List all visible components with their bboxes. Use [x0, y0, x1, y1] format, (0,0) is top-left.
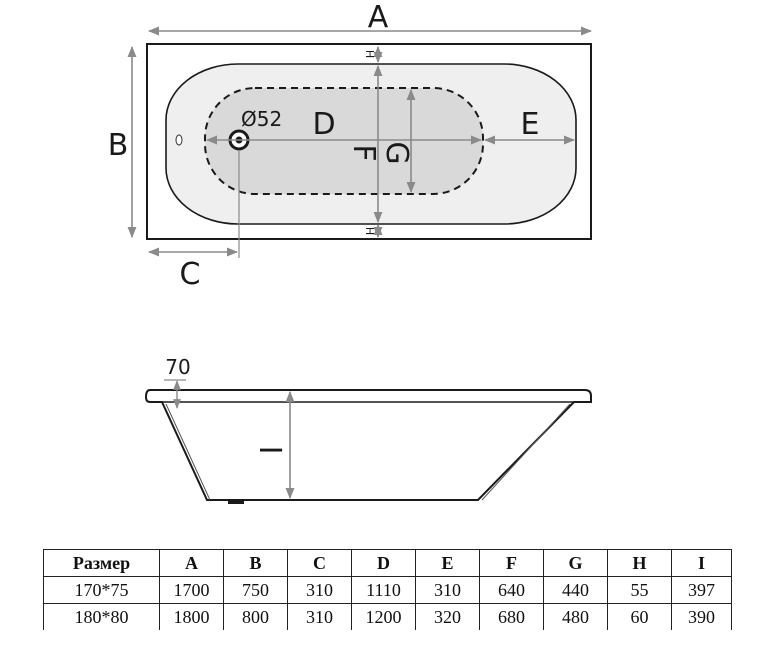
tub-side-profile: [144, 389, 592, 501]
table-cell: 1700: [159, 576, 224, 604]
bathtub-diagram: A B C D Ø52 E F G H H: [108, 0, 593, 504]
dimension-label-c: C: [180, 257, 201, 292]
dimension-label-i: I: [252, 446, 287, 455]
table-cell: 310: [415, 576, 480, 604]
dimension-label-g: G: [379, 141, 414, 164]
table-cell: 1200: [351, 603, 416, 630]
header-i: I: [671, 549, 732, 577]
table-cell: 60: [607, 603, 672, 630]
table-cell: 310: [287, 576, 352, 604]
table-cell: 680: [479, 603, 544, 630]
side-view: 70 I: [144, 355, 592, 504]
header-c: C: [287, 549, 352, 577]
table-row: 170*75 1700 750 310 1110 310 640 440 55 …: [43, 576, 732, 604]
table-cell: 480: [543, 603, 608, 630]
table-row: 180*80 1800 800 310 1200 320 680 480 60 …: [43, 603, 732, 630]
table-cell: 390: [671, 603, 732, 630]
drain-diameter-label: Ø52: [241, 107, 282, 131]
table-cell: 170*75: [43, 576, 160, 604]
dimension-label-h-bottom: H: [363, 227, 376, 235]
dimension-label-a: A: [368, 0, 389, 35]
dimensions-table: Размер A B C D E F G H I 170*75 1700 750…: [43, 549, 732, 630]
table-cell: 1110: [351, 576, 416, 604]
header-size: Размер: [43, 549, 160, 577]
table-cell: 397: [671, 576, 732, 604]
table-cell: 55: [607, 576, 672, 604]
header-g: G: [543, 549, 608, 577]
header-e: E: [415, 549, 480, 577]
table-cell: 320: [415, 603, 480, 630]
drain-pipe: [228, 500, 244, 504]
table-cell: 440: [543, 576, 608, 604]
header-a: A: [159, 549, 224, 577]
header-b: B: [223, 549, 288, 577]
dimension-label-b: B: [108, 128, 129, 163]
table-cell: 310: [287, 603, 352, 630]
table-cell: 180*80: [43, 603, 160, 630]
table-cell: 750: [223, 576, 288, 604]
overflow-icon: [175, 134, 183, 146]
rim-thickness-label: 70: [165, 355, 190, 379]
header-f: F: [479, 549, 544, 577]
plan-view: A B C D Ø52 E F G H H: [108, 0, 593, 292]
table-cell: 800: [223, 603, 288, 630]
header-h: H: [607, 549, 672, 577]
dimension-label-d: D: [312, 107, 335, 142]
table-cell: 1800: [159, 603, 224, 630]
dimension-label-f: F: [346, 144, 381, 161]
header-d: D: [351, 549, 416, 577]
dimension-label-h-top: H: [363, 50, 376, 58]
dimension-label-e: E: [521, 107, 540, 142]
table-cell: 640: [479, 576, 544, 604]
table-header-row: Размер A B C D E F G H I: [43, 549, 732, 577]
